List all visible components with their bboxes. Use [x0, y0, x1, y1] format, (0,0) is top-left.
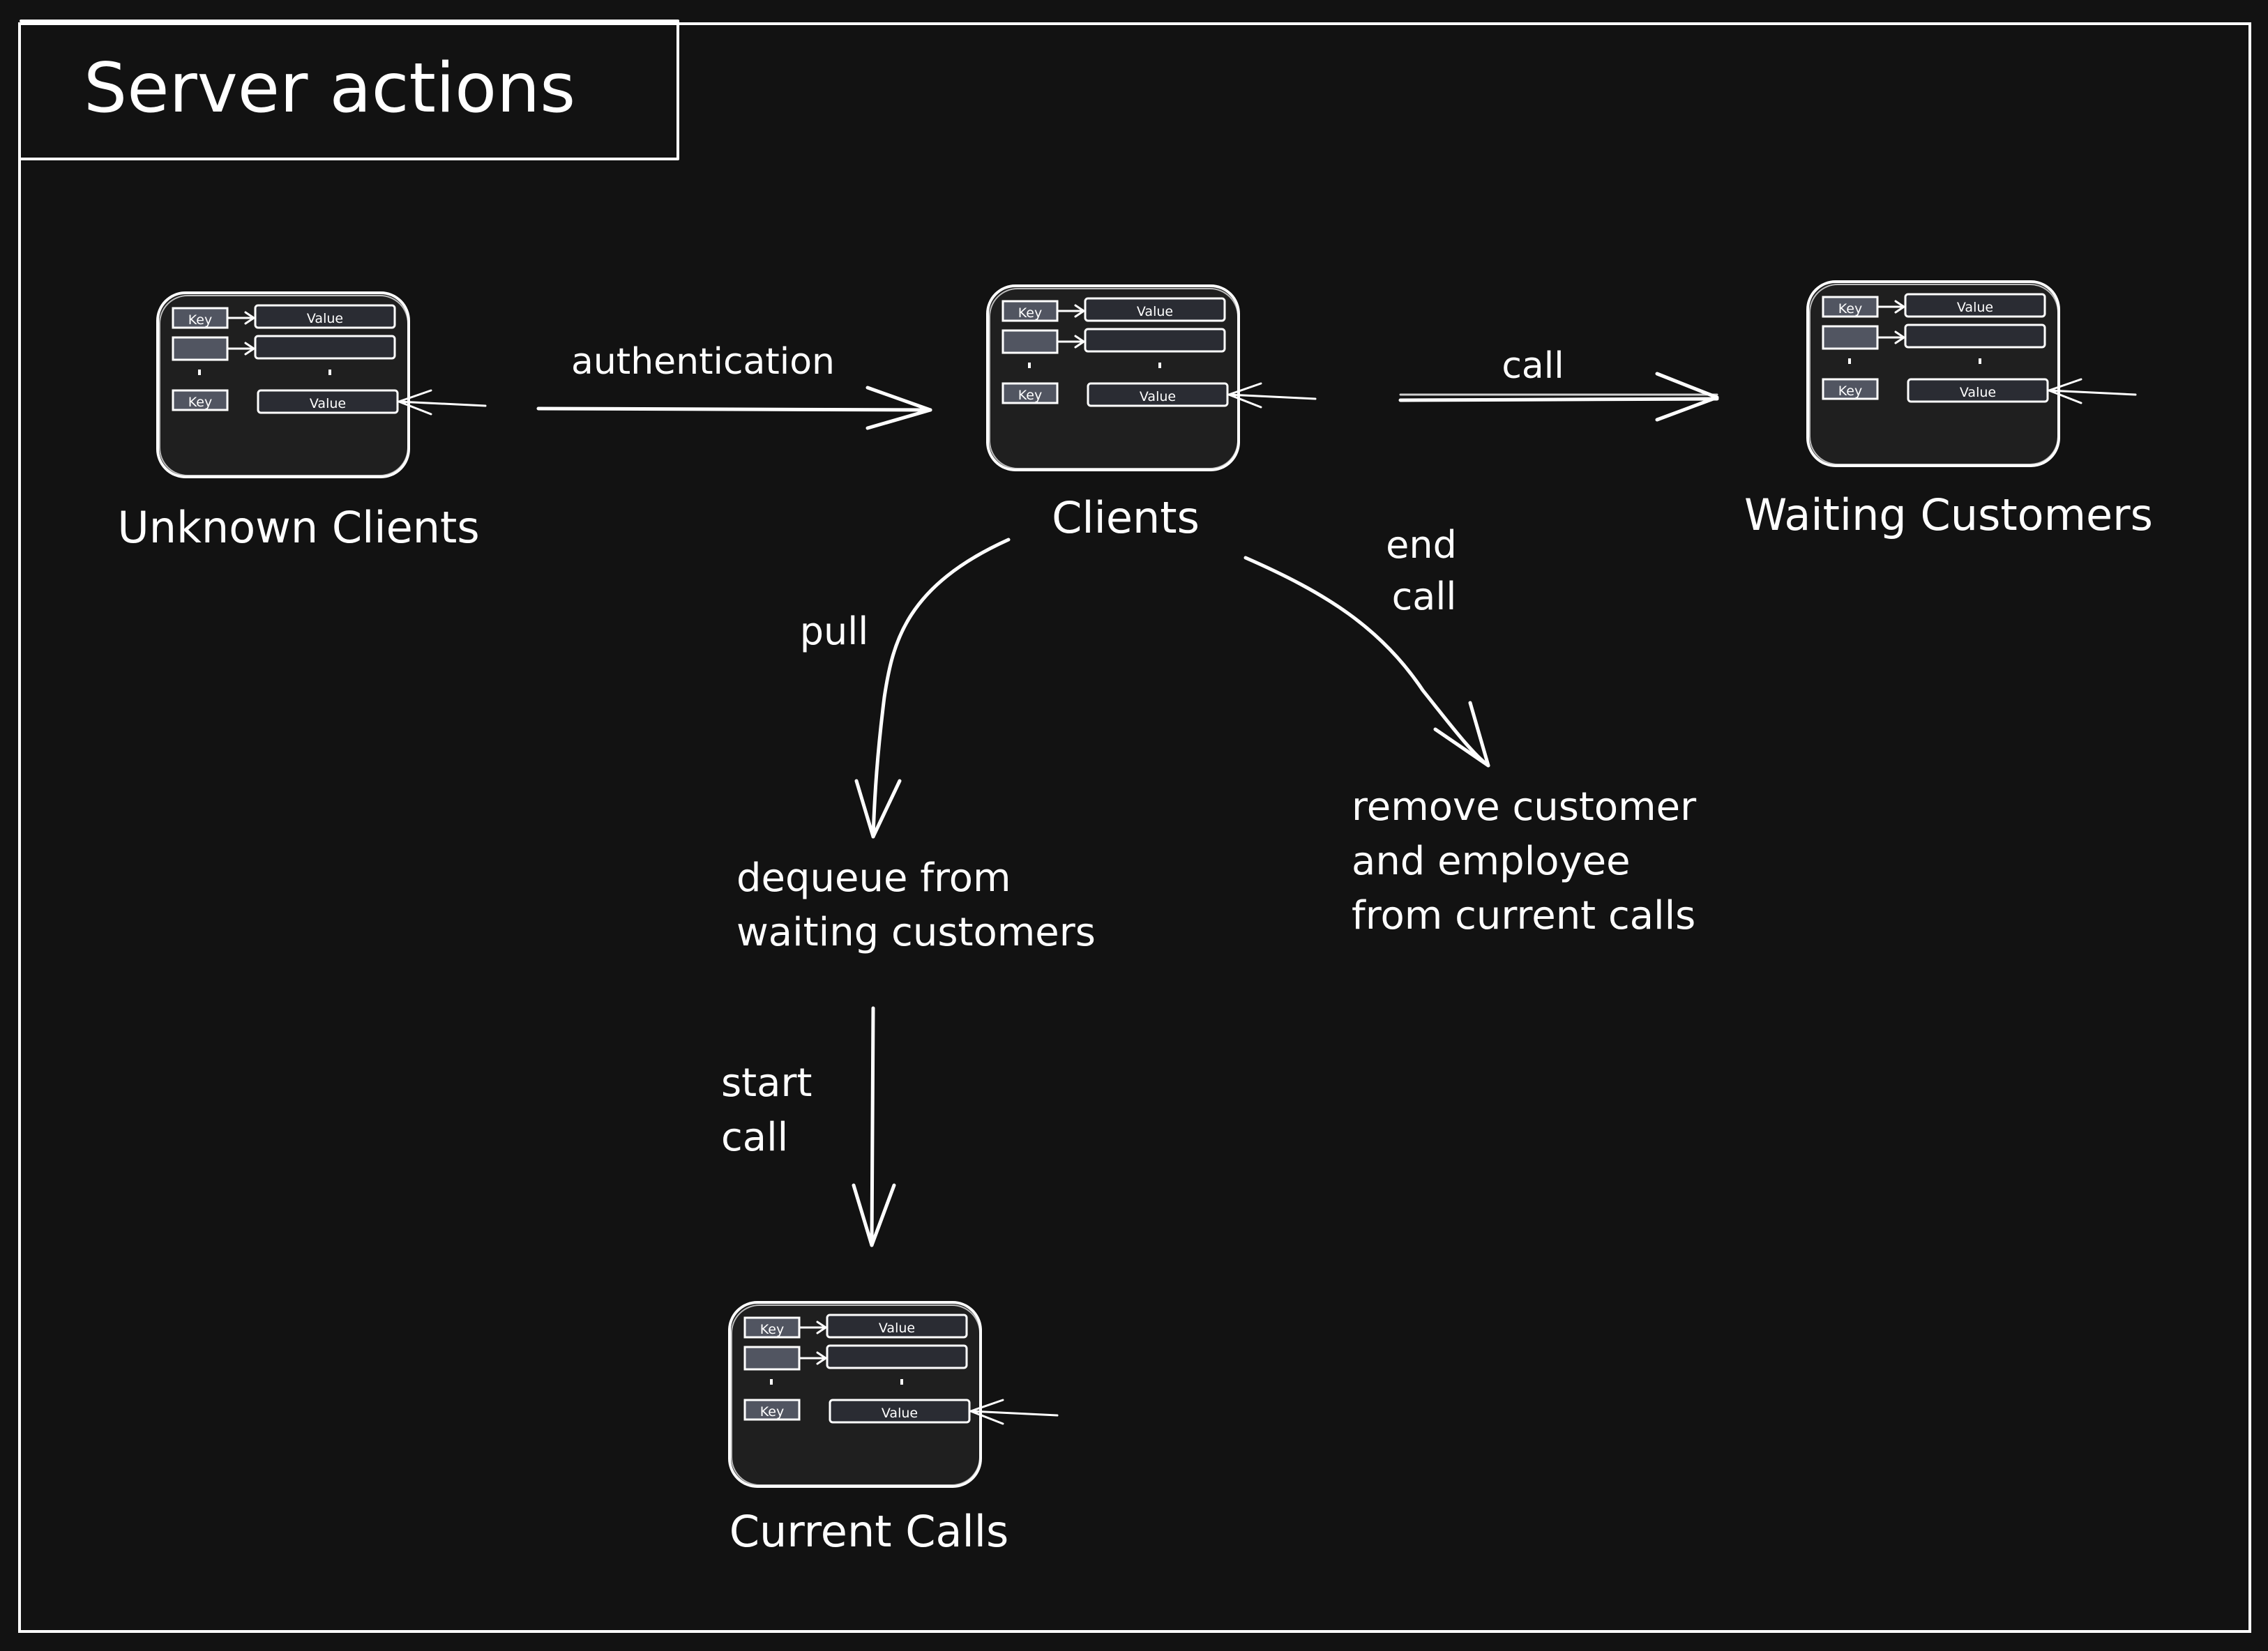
store-label-unknown-clients: Unknown Clients: [117, 502, 479, 553]
key-label: Key: [760, 1404, 784, 1420]
store-current-calls[interactable]: Key Value Key Value: [728, 1301, 1059, 1488]
edge-authentication: authentication: [536, 341, 932, 430]
edge-end-call: end call: [1243, 523, 1490, 768]
value-label: Value: [1957, 300, 1993, 315]
action-remove-line-2: and employee: [1352, 839, 1631, 884]
key-label: Key: [188, 395, 212, 410]
page-title: Server actions: [84, 49, 575, 128]
value-label: Value: [879, 1321, 915, 1336]
value-label: Value: [1140, 389, 1176, 404]
key-label: Key: [1018, 305, 1042, 321]
value-label: Value: [310, 396, 346, 411]
outer-frame: [18, 22, 2251, 1633]
key-label: Key: [1838, 301, 1862, 317]
edge-pull: pull: [800, 538, 1011, 839]
value-label: Value: [307, 311, 343, 326]
value-label: Value: [882, 1406, 918, 1421]
key-label: Key: [1838, 383, 1862, 399]
edge-call: call: [1398, 345, 1719, 422]
key-label: Key: [1018, 388, 1042, 403]
edge-label-start-call-line-1: start: [721, 1060, 812, 1106]
action-dequeue: dequeue from waiting customers: [736, 855, 1096, 955]
key-label: Key: [760, 1322, 784, 1337]
key-label: Key: [188, 312, 212, 328]
action-remove-line-1: remove customer: [1352, 784, 1697, 830]
action-remove-calls: remove customer and employee from curren…: [1352, 784, 1697, 938]
edge-label-authentication: authentication: [571, 341, 835, 383]
value-label: Value: [1137, 304, 1173, 319]
value-label: Value: [1960, 385, 1996, 400]
store-label-clients: Clients: [1052, 492, 1200, 543]
store-label-current-calls: Current Calls: [729, 1506, 1009, 1557]
title-frame: [20, 20, 679, 160]
edge-label-end-call-line-1: end: [1386, 523, 1457, 567]
store-label-waiting-customers: Waiting Customers: [1744, 489, 2153, 540]
store-waiting-customers[interactable]: Key Value Key Value: [1806, 280, 2137, 467]
edge-label-pull: pull: [800, 609, 869, 653]
edge-label-call: call: [1502, 345, 1564, 387]
edge-start-call: start call: [721, 1006, 896, 1247]
edge-label-start-call-line-2: call: [721, 1115, 788, 1160]
action-dequeue-line-1: dequeue from: [736, 855, 1011, 901]
store-unknown-clients[interactable]: Key Value Key Value: [156, 291, 487, 478]
store-clients[interactable]: Key Value Key Value: [986, 284, 1317, 471]
action-remove-line-3: from current calls: [1352, 893, 1695, 938]
edge-label-end-call-line-2: call: [1392, 575, 1457, 618]
action-dequeue-line-2: waiting customers: [736, 910, 1096, 955]
